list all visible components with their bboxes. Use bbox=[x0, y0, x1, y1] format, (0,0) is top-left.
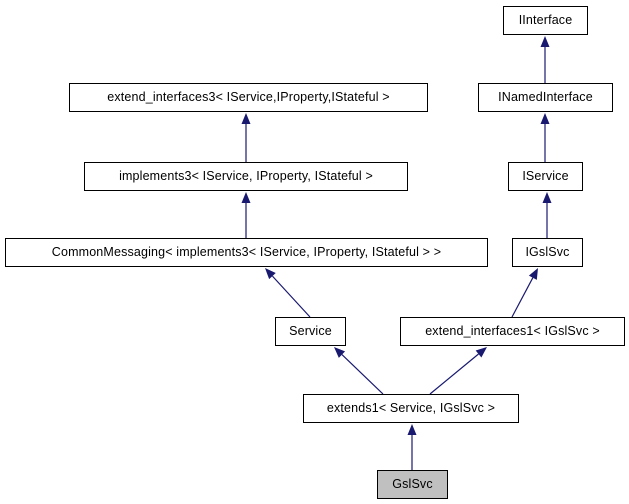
inheritance-edge-implements3-to-extend_interfaces3 bbox=[241, 113, 251, 162]
class-node-gslsvc[interactable]: GslSvc bbox=[377, 470, 448, 499]
class-node-iservice[interactable]: IService bbox=[508, 162, 583, 191]
inheritance-arrowhead bbox=[241, 113, 251, 124]
inheritance-edge-extends1-to-extend_interfaces1 bbox=[429, 347, 487, 395]
inheritance-arrowhead bbox=[334, 347, 346, 358]
inheritance-edge-gslsvc-to-extends1 bbox=[407, 424, 417, 470]
inheritance-edge-extends1-to-service bbox=[334, 347, 384, 395]
inheritance-arrowhead bbox=[241, 192, 251, 203]
inheritance-arrowhead bbox=[540, 113, 550, 124]
class-node-service[interactable]: Service bbox=[275, 317, 346, 346]
class-node-extend_interfaces1[interactable]: extend_interfaces1< IGslSvc > bbox=[400, 317, 625, 346]
inheritance-edge-iservice-to-inamedinterface bbox=[540, 113, 550, 162]
class-node-iinterface[interactable]: IInterface bbox=[503, 6, 588, 35]
class-node-implements3[interactable]: implements3< IService, IProperty, IState… bbox=[84, 162, 408, 191]
inheritance-edge-service-to-commonmessaging bbox=[265, 268, 311, 318]
inheritance-arrowhead bbox=[407, 424, 417, 435]
inheritance-edge-commonmessaging-to-implements3 bbox=[241, 192, 251, 238]
class-node-igslsvc[interactable]: IGslSvc bbox=[512, 238, 583, 267]
inheritance-arrowhead bbox=[475, 347, 487, 358]
inheritance-arrowhead bbox=[528, 268, 538, 280]
inheritance-arrowhead bbox=[265, 268, 276, 280]
inheritance-edge-extend_interfaces1-to-igslsvc bbox=[511, 268, 538, 318]
class-node-commonmessaging[interactable]: CommonMessaging< implements3< IService, … bbox=[5, 238, 488, 267]
inheritance-arrowhead bbox=[542, 192, 552, 203]
class-node-inamedinterface[interactable]: INamedInterface bbox=[478, 83, 613, 112]
inheritance-arrowhead bbox=[540, 36, 550, 47]
inheritance-edge-inamedinterface-to-iinterface bbox=[540, 36, 550, 83]
class-node-extends1[interactable]: extends1< Service, IGslSvc > bbox=[303, 394, 519, 423]
inheritance-edge-igslsvc-to-iservice bbox=[542, 192, 552, 238]
class-node-extend_interfaces3[interactable]: extend_interfaces3< IService,IProperty,I… bbox=[69, 83, 428, 112]
